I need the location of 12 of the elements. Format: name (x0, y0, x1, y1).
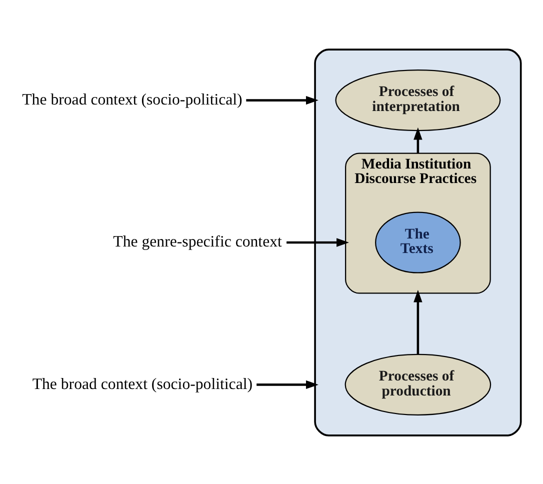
arrow (286, 238, 349, 246)
node-ellipse: Processes of production (344, 353, 492, 415)
arrow (246, 95, 318, 104)
node-ellipse: The Texts (375, 211, 461, 273)
cluster (314, 48, 522, 436)
node-text: The broad context (socio-political) (22, 90, 242, 108)
node-ellipse: Processes of interpretation (335, 69, 501, 131)
node-text: The broad context (socio-political) (32, 375, 253, 392)
node-text: The genre-specific context (113, 233, 282, 250)
arrow (414, 289, 422, 354)
arrow (414, 126, 422, 153)
arrow (256, 380, 318, 389)
